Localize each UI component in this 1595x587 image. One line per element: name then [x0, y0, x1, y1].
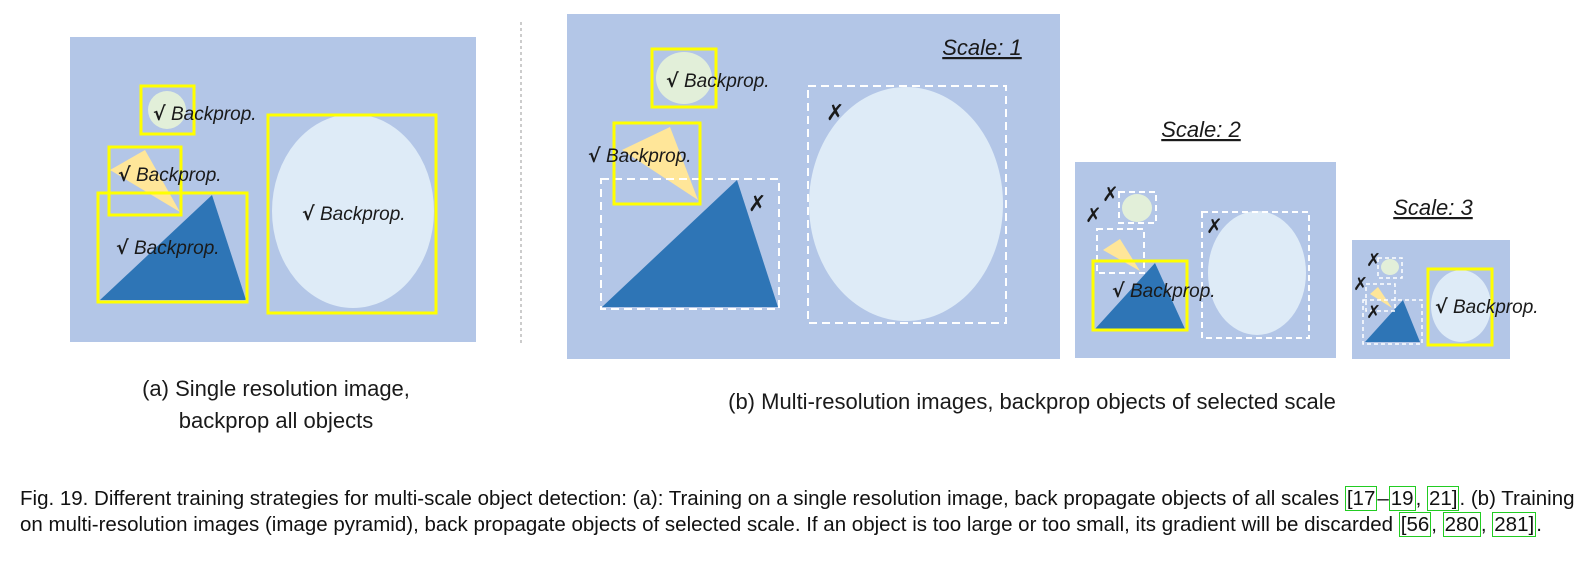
scale1-title: Scale: 1: [942, 35, 1022, 60]
scale2-blue-check: √: [1112, 280, 1125, 302]
caption-ref-separator: ,: [1431, 513, 1443, 536]
scale2-cross-b: ✗: [1085, 203, 1102, 227]
panel-a-caption-line1: (a) Single resolution image,: [142, 376, 410, 401]
figure-caption: Fig. 19. Different training strategies f…: [20, 486, 1580, 538]
scale3-blue-triangle: [1365, 300, 1420, 342]
panel-a: √ Backprop. √ Backprop. √ Backprop. √ Ba…: [70, 37, 476, 433]
scale2-cross-a: ✗: [1102, 182, 1119, 206]
scale2-yellow-triangle: [1103, 239, 1140, 271]
scale1-yellow-check: √: [588, 145, 601, 167]
scale3-title: Scale: 3: [1393, 195, 1473, 220]
panel-b-scale2: Scale: 2 ✗ ✗ ✗ √ Backprop.: [1075, 117, 1336, 358]
reference-link[interactable]: 19: [1388, 486, 1416, 511]
scale3-cross-b: ✗: [1353, 274, 1368, 295]
panel-a-large-ellipse: [272, 114, 434, 308]
scale1-blue-cross: ✗: [748, 192, 766, 217]
caption-part3: .: [1536, 513, 1542, 536]
scale2-title: Scale: 2: [1161, 117, 1241, 142]
panel-a-caption-line2: backprop all objects: [179, 408, 373, 433]
caption-ref-dash: –: [1377, 487, 1389, 510]
scale3-ellipse-box: [1426, 267, 1494, 347]
panel-a-yellow-triangle: [110, 150, 180, 212]
panel-a-circle-check: √: [153, 103, 166, 125]
scale3-yellow-triangle: [1370, 287, 1392, 308]
scale1-large-ellipse: [809, 87, 1003, 321]
scale3-small-circle: [1381, 259, 1399, 275]
scale1-yellow-triangle: [622, 127, 698, 200]
panel-a-circle-label: Backprop.: [171, 104, 257, 125]
caption-ref-separator: ,: [1415, 487, 1427, 510]
scale3-yellow-dashed-box: [1365, 283, 1396, 312]
panel-a-blue-label: Backprop.: [134, 238, 220, 259]
scale2-blue-triangle: [1095, 263, 1185, 329]
panel-a-blue-check: √: [116, 237, 129, 259]
scale1-circle-box: [650, 47, 718, 109]
reference-link[interactable]: 21]: [1426, 486, 1460, 511]
scale1-yellow-label: Backprop.: [606, 146, 692, 167]
scale1-blue-triangle: [602, 180, 778, 307]
panel-a-yellow-check: √: [118, 164, 131, 186]
panel-a-circle-box: [139, 84, 196, 136]
panel-b-caption: (b) Multi-resolution images, backprop ob…: [728, 389, 1336, 414]
scale3-ellipse-check: √: [1435, 296, 1448, 318]
scale2-circle-dashed-box: [1118, 191, 1157, 224]
scale1-circle-label: Backprop.: [684, 71, 770, 92]
panel-b-scale3: Scale: 3 ✗ ✗ ✗ √ Backprop.: [1352, 195, 1539, 359]
scale2-large-ellipse: [1208, 211, 1306, 335]
scale3-ellipse-label: Backprop.: [1453, 297, 1539, 318]
caption-part1: Fig. 19. Different training strategies f…: [20, 487, 1345, 510]
scale3-circle-dashed-box: [1377, 257, 1403, 279]
scale1-blue-dashed-box: [600, 178, 780, 310]
reference-link[interactable]: 281]: [1492, 512, 1537, 537]
scale2-yellow-dashed-box: [1096, 228, 1145, 274]
scale3-large-ellipse: [1431, 270, 1491, 342]
scale3-cross-a: ✗: [1366, 250, 1381, 271]
panel-a-ellipse-check: √: [302, 203, 315, 225]
scale1-circle-check: √: [666, 70, 679, 92]
scale1-yellow-box: [612, 121, 702, 206]
scale2-small-circle: [1122, 194, 1152, 222]
panel-a-yellow-label: Backprop.: [136, 165, 222, 186]
reference-link[interactable]: [17: [1344, 486, 1378, 511]
panel-a-blue-triangle: [100, 195, 246, 300]
reference-link[interactable]: [56: [1398, 512, 1432, 537]
panel-a-small-circle: [148, 91, 186, 129]
panel-a-yellow-box: [107, 145, 183, 217]
panel-a-ellipse-label: Backprop.: [320, 204, 406, 225]
scale2-ellipse-cross: ✗: [1206, 214, 1223, 238]
scale1-ellipse-dashed-box: [807, 85, 1007, 324]
reference-link[interactable]: 280: [1442, 512, 1481, 537]
panel-a-ellipse-box: [266, 113, 438, 315]
panel-a-blue-box: [96, 191, 249, 304]
scale3-blue-dashed-box: [1362, 299, 1423, 345]
scale2-blue-label: Backprop.: [1130, 281, 1216, 302]
scale1-small-circle: [656, 52, 712, 104]
scale2-ellipse-dashed-box: [1201, 211, 1310, 339]
caption-ref-separator: ,: [1480, 513, 1493, 536]
scale2-blue-box: [1091, 259, 1189, 332]
caption-part2: . (b) Training on multi-resolution image…: [20, 487, 1575, 536]
panel-b-scale1: Scale: 1 √ Backprop. √ Backprop. ✗ ✗: [567, 14, 1060, 359]
scale3-cross-c: ✗: [1366, 302, 1381, 323]
scale1-ellipse-cross: ✗: [826, 101, 844, 126]
